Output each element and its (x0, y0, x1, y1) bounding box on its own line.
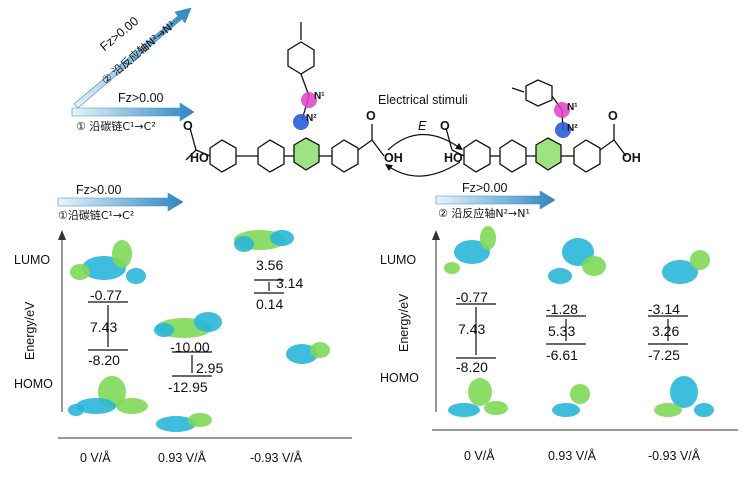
right-lumo-label: LUMO (380, 253, 417, 267)
n1-highlight (301, 92, 317, 108)
arrow1-force-label: Fz>0.00 (118, 91, 164, 105)
force-arrow-reaction-axis (73, 7, 192, 109)
left-c3-gap: 3.14 (276, 275, 304, 291)
left-panel-axes (58, 230, 352, 439)
right-panel-force: Fz>0.00 (462, 181, 508, 195)
stimulus-label: Electrical stimuli (378, 93, 468, 107)
right-x-label-2: -0.93 V/Å (648, 449, 701, 463)
right-c2-gap: 5.33 (548, 323, 576, 339)
right-c3-homo: -7.25 (648, 347, 680, 363)
right-oh-label: OH (384, 151, 403, 165)
right-panel-force-arrow (435, 190, 556, 210)
left-c1-lumo: -0.77 (90, 287, 122, 303)
right-c1-gap: 7.43 (458, 321, 486, 337)
left-c2-lumo: -10.00 (170, 339, 210, 355)
n2-label: N² (306, 113, 317, 124)
left-c2-gap: 2.95 (196, 360, 224, 376)
left-c2-homo: -12.95 (168, 379, 208, 395)
left-c1-gap: 7.43 (90, 319, 118, 335)
n1-highlight-right (554, 102, 570, 118)
gap-markers (88, 279, 688, 377)
n2-highlight (293, 114, 309, 130)
electrical-stimuli-arrows (385, 133, 463, 177)
left-c1-homo: -8.20 (88, 352, 120, 368)
right-o-label: O (366, 109, 376, 123)
left-lumo-label: LUMO (14, 253, 51, 267)
left-y-axis-label: Energy/eV (23, 301, 37, 360)
right-c1-lumo: -0.77 (456, 289, 488, 305)
left-homo-label: HOMO (14, 377, 53, 391)
n2-highlight-right (555, 122, 571, 138)
right-mol-ho-label: HO (444, 151, 463, 165)
right-c1-homo: -8.20 (456, 359, 488, 375)
right-homo-label: HOMO (380, 371, 419, 385)
n1-label: N¹ (314, 91, 325, 102)
orbital-isosurfaces (68, 226, 714, 432)
left-panel-direction: ①沿碳链C¹→C² (58, 209, 135, 222)
force-arrow-carbon-chain (71, 102, 195, 122)
stimulus-symbol: E (418, 119, 427, 133)
left-panel-force-arrow (57, 192, 184, 212)
n2-label-right: N² (567, 123, 578, 134)
right-c2-homo: -6.61 (546, 347, 578, 363)
n1-label-right: N¹ (567, 102, 578, 113)
molecule-left (185, 22, 385, 173)
right-x-label-1: 0.93 V/Å (548, 449, 596, 463)
right-panel-axes (432, 230, 738, 431)
left-c3-homo: 0.14 (256, 296, 284, 312)
right-panel-direction: ② 沿反应轴N²→N¹ (438, 207, 530, 220)
right-c2-lumo: -1.28 (546, 301, 578, 317)
right-c3-gap: 3.26 (652, 323, 680, 339)
molecule-right (445, 79, 627, 173)
left-panel-force: Fz>0.00 (76, 183, 122, 197)
right-mol-o2-label: O (608, 109, 618, 123)
left-c3-lumo: 3.56 (256, 257, 284, 273)
left-x-label-2: -0.93 V/Å (250, 451, 303, 465)
left-x-label-0: 0 V/Å (80, 451, 111, 465)
left-x-label-1: 0.93 V/Å (158, 451, 206, 465)
right-x-label-0: 0 V/Å (464, 449, 495, 463)
right-mol-oh-label: OH (622, 151, 641, 165)
left-o-label: O (183, 119, 193, 133)
right-c3-lumo: -3.14 (648, 301, 680, 317)
left-ho-label: HO (190, 151, 209, 165)
arrow1-direction-label: ① 沿碳链C¹→C² (76, 120, 156, 133)
right-y-axis-label: Energy/eV (397, 293, 411, 352)
right-mol-o-label: O (440, 119, 450, 133)
